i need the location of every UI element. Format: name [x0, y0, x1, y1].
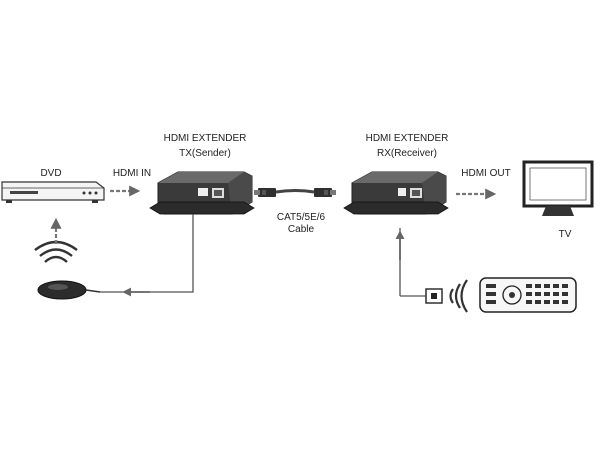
hdmi-extender-tx-icon	[149, 171, 255, 215]
cable-label-line1: CAT5/5E/6	[276, 212, 326, 223]
cable-label-line2: Cable	[287, 224, 315, 235]
ir-emitter-icon	[37, 280, 101, 300]
rx-title-label: HDMI EXTENDER	[365, 133, 449, 144]
dvd-player-icon	[1, 181, 105, 203]
hdmi-extender-rx-icon	[343, 171, 449, 215]
tv-icon	[522, 160, 594, 216]
ir-receiver-icon	[425, 288, 443, 304]
remote-control-icon	[479, 277, 577, 313]
hdmi-out-label: HDMI OUT	[461, 168, 511, 179]
tx-title-label: HDMI EXTENDER	[163, 133, 247, 144]
hdmi-in-label: HDMI IN	[112, 168, 152, 179]
dvd-label: DVD	[40, 168, 62, 179]
ir-emitter-cable	[100, 214, 194, 297]
tx-subtitle-label: TX(Sender)	[179, 148, 231, 159]
ethernet-cable-icon	[254, 188, 336, 197]
ir-receiver-cable	[395, 228, 426, 297]
wireless-signal-icon	[34, 240, 78, 263]
rx-subtitle-label: RX(Receiver)	[376, 148, 437, 159]
remote-signal-icon	[449, 279, 468, 313]
tv-label: TV	[558, 229, 572, 240]
